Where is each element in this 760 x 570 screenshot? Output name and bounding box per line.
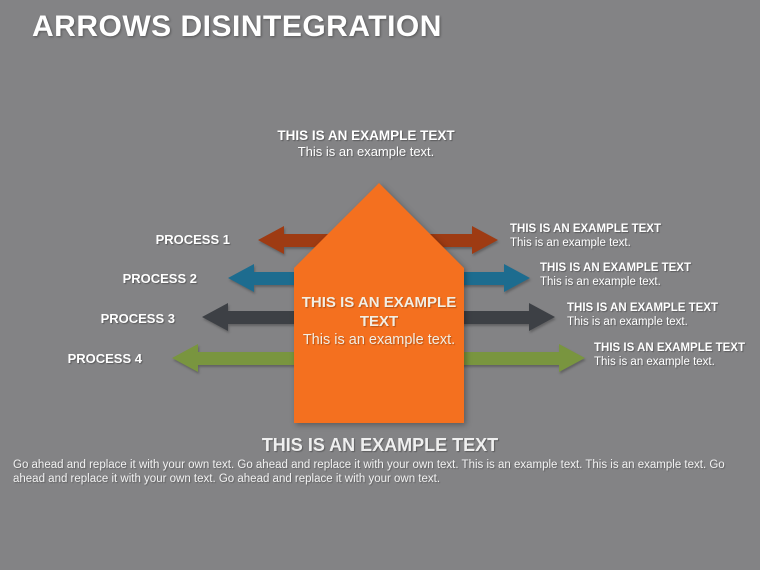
note-subtext: This is an example text. xyxy=(540,276,661,288)
arrow-left-head xyxy=(228,264,254,292)
arrow-right-head xyxy=(472,226,498,254)
page-title: ARROWS DISINTEGRATION xyxy=(32,10,442,43)
top-note-subtext: This is an example text. xyxy=(297,144,435,159)
process-3-label: PROCESS 3 xyxy=(100,311,175,326)
process-2-note: THIS IS AN EXAMPLE TEXT This is an examp… xyxy=(540,261,691,289)
note-heading: THIS IS AN EXAMPLE TEXT xyxy=(594,342,746,354)
process-4-note: THIS IS AN EXAMPLE TEXT This is an examp… xyxy=(594,341,745,369)
arrow-left-head xyxy=(258,226,284,254)
arrow-left-head xyxy=(202,303,228,331)
bottom-note-heading: THIS IS AN EXAMPLE TEXT xyxy=(261,435,499,455)
bottom-note-paragraph: Go ahead and replace it with your own te… xyxy=(13,459,725,485)
process-1-label: PROCESS 1 xyxy=(155,232,230,247)
arrow-right-head xyxy=(529,303,555,331)
center-note-heading: THIS IS AN EXAMPLE TEXT xyxy=(301,294,457,330)
arrow-left-head xyxy=(172,344,198,372)
note-heading: THIS IS AN EXAMPLE TEXT xyxy=(540,262,692,274)
note-heading: THIS IS AN EXAMPLE TEXT xyxy=(567,302,719,314)
note-subtext: This is an example text. xyxy=(594,356,715,368)
center-shape-note: THIS IS AN EXAMPLE TEXT This is an examp… xyxy=(300,293,458,423)
note-subtext: This is an example text. xyxy=(567,316,688,328)
process-1-note: THIS IS AN EXAMPLE TEXT This is an examp… xyxy=(510,222,661,250)
top-example-note: THIS IS AN EXAMPLE TEXT This is an examp… xyxy=(216,127,516,160)
process-4-label: PROCESS 4 xyxy=(67,351,142,366)
arrow-right-head xyxy=(559,344,585,372)
note-heading: THIS IS AN EXAMPLE TEXT xyxy=(510,223,662,235)
arrow-right-head xyxy=(504,264,530,292)
note-subtext: This is an example text. xyxy=(510,237,631,249)
center-up-arrow-shape: THIS IS AN EXAMPLE TEXT This is an examp… xyxy=(294,183,464,423)
pentagon-shape: THIS IS AN EXAMPLE TEXT This is an examp… xyxy=(294,183,464,423)
process-3-note: THIS IS AN EXAMPLE TEXT This is an examp… xyxy=(567,301,718,329)
top-note-heading: THIS IS AN EXAMPLE TEXT xyxy=(277,128,455,143)
process-2-label: PROCESS 2 xyxy=(122,271,197,286)
center-note-subtext: This is an example text. xyxy=(302,332,456,348)
